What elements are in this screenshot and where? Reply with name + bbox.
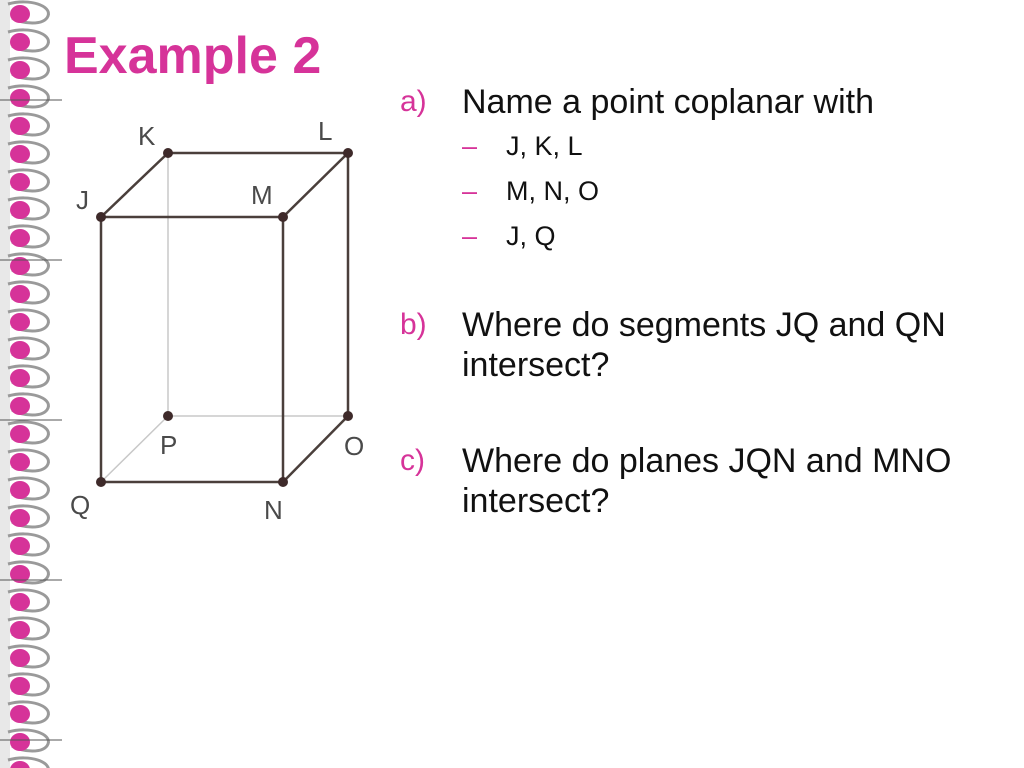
question-marker: b) xyxy=(400,308,427,341)
spiral-binding-decoration xyxy=(0,0,62,768)
spiral-coil-fill xyxy=(10,565,30,583)
point-K xyxy=(163,148,173,158)
rectangular-prism-figure: K L J M P O Q N xyxy=(70,116,364,525)
spiral-coil-fill xyxy=(10,285,30,303)
point-P xyxy=(163,411,173,421)
spiral-coil-fill xyxy=(10,649,30,667)
spiral-coil-fill xyxy=(10,537,30,555)
dash-bullet: – xyxy=(462,131,478,161)
label-K: K xyxy=(138,121,156,151)
spiral-coil-fill xyxy=(10,397,30,415)
question-b: b) Where do segments JQ and QN intersect… xyxy=(400,305,1000,385)
spiral-coil-fill xyxy=(10,481,30,499)
spiral-coil-fill xyxy=(10,61,30,79)
question-text: Where do planes JQN and MNO intersect? xyxy=(462,442,952,520)
spiral-coil-fill xyxy=(10,621,30,639)
spiral-coil-fill xyxy=(10,369,30,387)
point-N xyxy=(278,477,288,487)
spiral-coil-fill xyxy=(10,33,30,51)
question-marker: a) xyxy=(400,85,427,118)
edge-NO xyxy=(282,415,349,483)
spiral-coil xyxy=(7,756,50,768)
edge-QP xyxy=(100,415,169,483)
point-L xyxy=(343,148,353,158)
edge-ML xyxy=(282,152,349,218)
label-P: P xyxy=(160,430,177,460)
spiral-coil-fill xyxy=(10,173,30,191)
sub-list: – J, K, L – M, N, O – J, Q xyxy=(462,124,1000,259)
spiral-coil-fill xyxy=(10,425,30,443)
spiral-coil-fill xyxy=(10,257,30,275)
spiral-coil-fill xyxy=(10,761,30,768)
dash-bullet: – xyxy=(462,176,478,206)
question-c: c) Where do planes JQN and MNO intersect… xyxy=(400,441,1000,521)
edge-JK xyxy=(100,152,169,218)
point-O xyxy=(343,411,353,421)
label-J: J xyxy=(76,185,89,215)
question-marker: c) xyxy=(400,444,425,477)
dash-bullet: – xyxy=(462,221,478,251)
spiral-coil-fill xyxy=(10,705,30,723)
spiral-coil-fill xyxy=(10,313,30,331)
slide-title: Example 2 xyxy=(64,27,322,85)
spiral-coil-fill xyxy=(10,453,30,471)
label-Q: Q xyxy=(70,490,90,520)
spiral-coil-fill xyxy=(10,89,30,107)
label-N: N xyxy=(264,495,283,525)
spiral-coil-fill xyxy=(10,341,30,359)
spiral-coil-fill xyxy=(10,117,30,135)
sub-item: – M, N, O xyxy=(462,169,1000,214)
point-Q xyxy=(96,477,106,487)
spiral-coil-fill xyxy=(10,677,30,695)
sub-item: – J, Q xyxy=(462,214,1000,259)
label-L: L xyxy=(318,116,332,146)
question-list: a) Name a point coplanar with – J, K, L … xyxy=(400,82,1000,533)
spiral-coil-fill xyxy=(10,509,30,527)
spiral-coil-fill xyxy=(10,145,30,163)
point-J xyxy=(96,212,106,222)
question-text: Where do segments JQ and QN intersect? xyxy=(462,306,946,384)
spiral-coil-fill xyxy=(10,201,30,219)
sub-item: – J, K, L xyxy=(462,124,1000,169)
point-M xyxy=(278,212,288,222)
spiral-coil-fill xyxy=(10,5,30,23)
spiral-coil-fill xyxy=(10,229,30,247)
label-O: O xyxy=(344,431,364,461)
sub-item-text: J, K, L xyxy=(506,131,583,161)
sub-item-text: J, Q xyxy=(506,221,556,251)
label-M: M xyxy=(251,180,273,210)
question-text: Name a point coplanar with xyxy=(462,83,875,121)
question-a: a) Name a point coplanar with – J, K, L … xyxy=(400,82,1000,259)
spiral-coil-fill xyxy=(10,593,30,611)
sub-item-text: M, N, O xyxy=(506,176,599,206)
spiral-coil-fill xyxy=(10,733,30,751)
